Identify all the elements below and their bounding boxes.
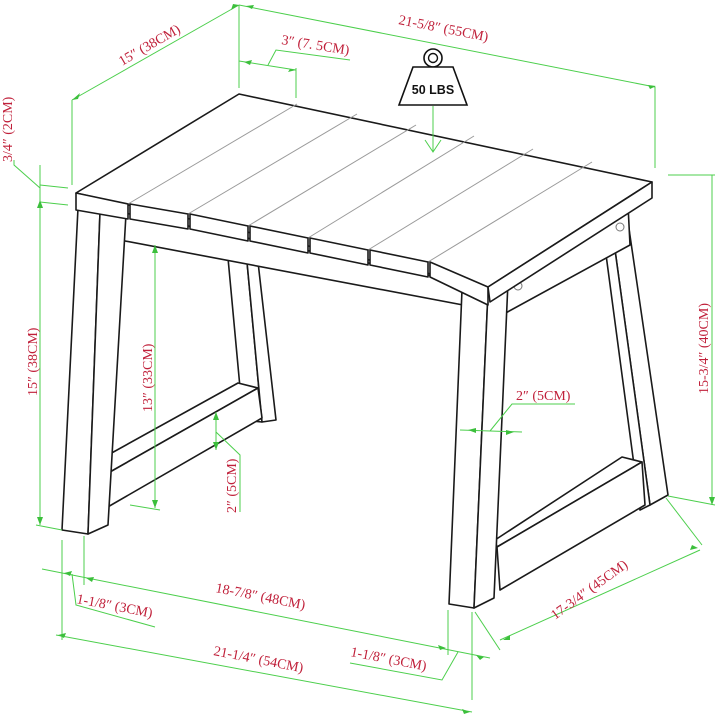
weight-icon — [397, 66, 469, 106]
dimension-lines — [13, 4, 716, 714]
load-indicator: 50 LBS — [397, 48, 469, 153]
top-width-label: 21-5/8″ (55CM) — [397, 13, 490, 45]
load-label: 50 LBS — [412, 83, 454, 97]
inner-clearance-label: 13″ (33CM) — [141, 343, 156, 412]
top-thickness-label: 3/4″ (2CM) — [1, 96, 16, 162]
leg-width-side-label: 2″ (5CM) — [516, 389, 571, 404]
overall-height-left-label: 15″ (38CM) — [26, 327, 41, 396]
tabletop — [75, 93, 653, 306]
base-depth-label: 17-3/4″ (45CM) — [549, 557, 632, 623]
front-right-leg — [448, 281, 509, 609]
bolt-icon — [615, 222, 625, 232]
stretcher-height-label: 2″ (5CM) — [225, 458, 240, 513]
top-depth-label: 15″ (38CM) — [117, 22, 184, 69]
table-illustration — [61, 93, 669, 609]
leg-thickness-left-label: 1-1/8″ (3CM) — [75, 592, 154, 621]
overall-height-right-label: 15-3/4″ (40CM) — [697, 303, 712, 394]
base-width-label: 21-1/4″ (54CM) — [212, 644, 305, 676]
front-left-leg — [61, 207, 127, 535]
leg-span-label: 18-7/8″ (48CM) — [214, 581, 307, 613]
